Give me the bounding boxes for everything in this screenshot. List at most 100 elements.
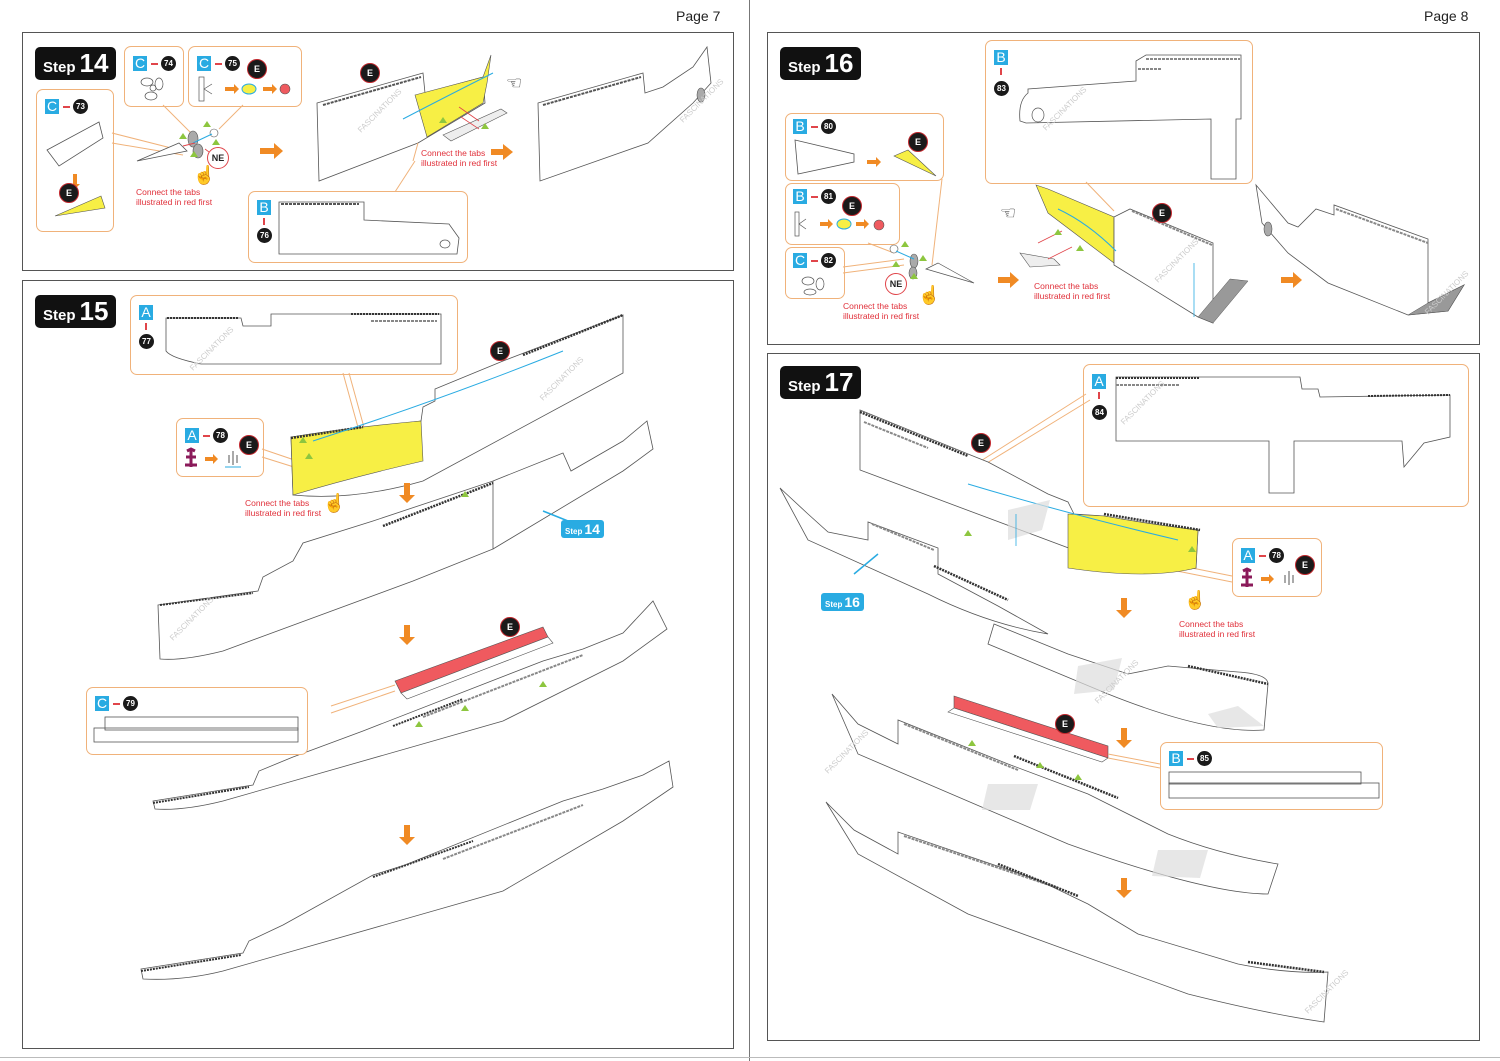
part-84-outline: FASCINATIONS <box>1115 376 1451 494</box>
callout-a77: A 77 <box>130 295 458 375</box>
step-14-badge: Step 14 <box>35 47 117 80</box>
dash <box>1187 758 1194 760</box>
page-number-right: Page 8 <box>1424 8 1469 24</box>
step-word: Step <box>43 59 76 76</box>
e-marker: E <box>842 196 862 216</box>
dash <box>811 260 818 262</box>
step-16-badge: Step 16 <box>780 47 862 80</box>
dash <box>1259 555 1266 557</box>
part-number: 78 <box>213 428 228 443</box>
pointing-hand-icon: ☝ <box>1184 590 1207 610</box>
sheet-letter: B <box>994 50 1008 65</box>
pointing-hand-icon: ☝ <box>323 493 346 513</box>
dash <box>215 63 222 65</box>
step-15-panel: Step 15 A 77 A 78 E <box>22 280 734 1049</box>
e-marker: E <box>59 183 79 203</box>
callout-b76: B 76 <box>248 191 468 263</box>
callout-c75: C 75 E <box>188 46 302 107</box>
sheet-letter: C <box>95 695 109 711</box>
callout-c74: C 74 <box>124 46 184 107</box>
step-17-panel: Step 17 A 84 FASCINATIONS A 78 E <box>767 353 1480 1041</box>
part-number: 73 <box>73 99 88 114</box>
step-15-badge: Step 15 <box>35 295 117 328</box>
sheet-letter: A <box>185 428 199 443</box>
step-number: 14 <box>79 48 109 78</box>
e-marker: E <box>1152 203 1172 223</box>
sheet-letter: B <box>793 189 807 204</box>
sheet-letter: B <box>257 200 271 215</box>
propeller-icon <box>140 77 164 101</box>
dash <box>151 63 158 65</box>
e-marker: E <box>490 341 510 361</box>
ne-marker: NE <box>885 273 907 295</box>
step-word: Step <box>788 59 821 76</box>
part-number: 80 <box>821 119 836 134</box>
callout-c73: C 73 E <box>36 89 114 232</box>
step-16-panel: Step 16 B 80 E B 81 E C 82 <box>767 32 1480 345</box>
step-16-reference-tag: Step 16 <box>821 593 864 611</box>
step-17-badge: Step 17 <box>780 366 862 399</box>
callout-b81: B 81 E <box>785 183 900 245</box>
e-marker: E <box>1295 555 1315 575</box>
part-number: 84 <box>1092 405 1107 420</box>
page-bottom-rule <box>0 1057 1500 1058</box>
callout-b83: B 83 FASCINATIONS <box>985 40 1253 184</box>
callout-a78: A 78 E <box>176 418 264 477</box>
part-85-outline <box>1168 771 1380 799</box>
sheet-letter: B <box>793 119 807 134</box>
sheet-letter: B <box>1169 751 1183 766</box>
part-number: 81 <box>821 189 836 204</box>
dash <box>203 435 210 437</box>
callout-a78-step17: A 78 E <box>1232 538 1322 597</box>
anchor-part-drawing <box>1241 567 1294 587</box>
pointing-hand-icon: ☝ <box>918 285 941 305</box>
part-81-assembly <box>794 211 885 237</box>
part-number: 83 <box>994 81 1009 96</box>
dash <box>63 106 70 108</box>
e-marker: E <box>908 132 928 152</box>
part-number: 85 <box>1197 751 1212 766</box>
step-word: Step <box>788 378 821 395</box>
sheet-letter: A <box>139 305 153 320</box>
step-17-assembly-drawing: FASCINATIONS FASCINATIONS FASCINATIONS <box>779 393 1350 1023</box>
step-number: 17 <box>824 367 854 397</box>
part-77-outline <box>165 313 442 365</box>
callout-c79: C 79 <box>86 687 308 755</box>
step-16-assembly-drawing: FASCINATIONS FASCINATIONS <box>842 178 1470 324</box>
dash <box>811 126 818 128</box>
part-number: 74 <box>161 56 176 71</box>
e-marker: E <box>1055 714 1075 734</box>
e-marker: E <box>500 617 520 637</box>
sheet-letter: C <box>133 55 147 71</box>
pointing-hand-icon: ☜ <box>506 73 523 93</box>
part-number: 76 <box>257 228 272 243</box>
dash <box>263 218 265 225</box>
dash <box>1000 68 1002 75</box>
step-number: 16 <box>824 48 854 78</box>
part-number: 79 <box>123 696 138 711</box>
callout-b80: B 80 E <box>785 113 944 181</box>
callout-a84: A 84 FASCINATIONS <box>1083 364 1469 507</box>
e-marker: E <box>971 433 991 453</box>
part-75-assembly <box>198 76 291 102</box>
page-number-left: Page 7 <box>676 8 721 24</box>
part-number: 82 <box>821 253 836 268</box>
step-15-assembly-drawing: FASCINATIONS FASCINATIONS FASCINATIONS <box>140 313 674 980</box>
e-marker: E <box>360 63 380 83</box>
pointing-hand-icon: ☜ <box>1000 203 1017 223</box>
part-83-outline: FASCINATIONS <box>1019 54 1242 180</box>
callout-b85: B 85 <box>1160 742 1383 810</box>
part-80-assembly <box>794 139 937 177</box>
sheet-letter: A <box>1241 548 1255 563</box>
dash <box>145 323 147 330</box>
e-marker: E <box>239 435 259 455</box>
step-number: 15 <box>79 296 109 326</box>
e-marker: E <box>247 59 267 79</box>
part-number: 75 <box>225 56 240 71</box>
